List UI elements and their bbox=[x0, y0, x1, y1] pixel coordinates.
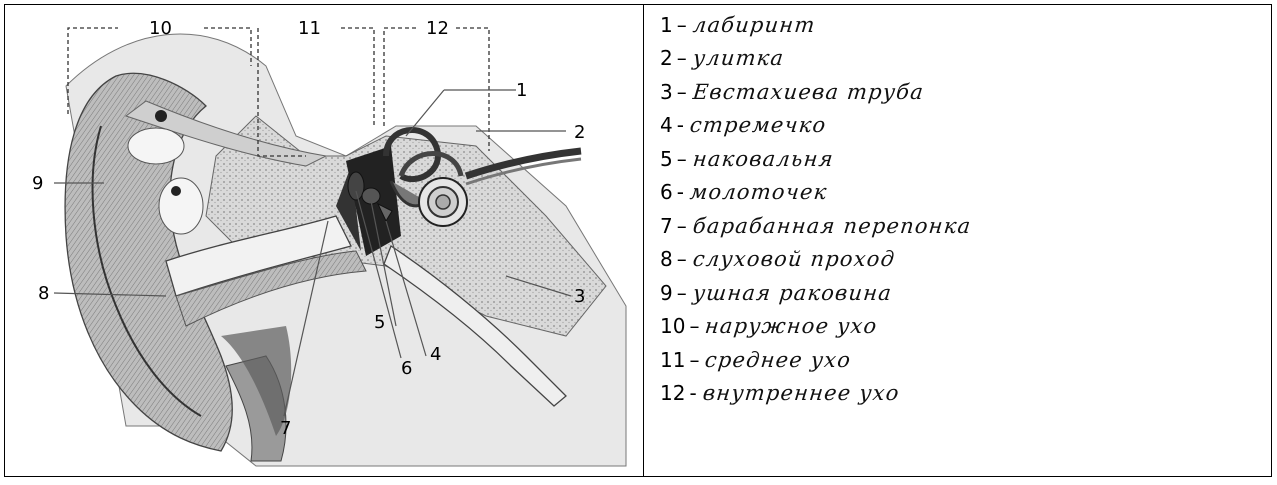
legend-number: 5 bbox=[660, 147, 673, 171]
legend-answer: внутреннее ухо bbox=[701, 381, 900, 405]
legend-answer: лабиринт bbox=[691, 13, 816, 37]
legend: 1 – лабиринт 2 – улитка 3 – Евстахиева т… bbox=[660, 8, 1260, 410]
legend-row: 4 - стремечко bbox=[660, 109, 1260, 143]
legend-number: 10 bbox=[660, 314, 685, 338]
legend-dash: – bbox=[689, 348, 699, 372]
legend-answer: ушная раковина bbox=[691, 281, 893, 305]
legend-dash: – bbox=[677, 80, 687, 104]
legend-number: 1 bbox=[660, 13, 673, 37]
legend-number: 4 bbox=[660, 113, 673, 137]
legend-row: 11 – среднее ухо bbox=[660, 343, 1260, 377]
callout-9: 9 bbox=[32, 173, 43, 194]
legend-row: 7 – барабанная перепонка bbox=[660, 209, 1260, 243]
legend-row: 3 – Евстахиева труба bbox=[660, 75, 1260, 109]
legend-dash: – bbox=[677, 281, 687, 305]
legend-number: 7 bbox=[660, 214, 673, 238]
legend-row: 12 - внутреннее ухо bbox=[660, 377, 1260, 411]
callout-2: 2 bbox=[574, 122, 585, 143]
callout-5: 5 bbox=[374, 312, 385, 333]
legend-answer: Евстахиева труба bbox=[691, 80, 925, 104]
legend-answer: стремечко bbox=[689, 113, 828, 137]
legend-dash: – bbox=[677, 13, 687, 37]
legend-dash: – bbox=[689, 314, 699, 338]
legend-number: 9 bbox=[660, 281, 673, 305]
callout-10: 10 bbox=[149, 18, 172, 39]
legend-number: 11 bbox=[660, 348, 685, 372]
legend-number: 8 bbox=[660, 247, 673, 271]
callout-1: 1 bbox=[516, 80, 527, 101]
legend-row: 2 – улитка bbox=[660, 42, 1260, 76]
legend-answer: улитка bbox=[691, 46, 785, 70]
legend-row: 10 – наружное ухо bbox=[660, 310, 1260, 344]
legend-answer: молоточек bbox=[689, 180, 829, 204]
legend-number: 2 bbox=[660, 46, 673, 70]
legend-row: 5 – наковальня bbox=[660, 142, 1260, 176]
legend-answer: барабанная перепонка bbox=[691, 214, 972, 238]
callout-8: 8 bbox=[38, 283, 49, 304]
legend-row: 8 – слуховой проход bbox=[660, 243, 1260, 277]
legend-dash: – bbox=[677, 247, 687, 271]
legend-dash: - bbox=[677, 113, 684, 137]
legend-answer: слуховой проход bbox=[691, 247, 896, 271]
legend-dash: - bbox=[689, 381, 696, 405]
legend-row: 1 – лабиринт bbox=[660, 8, 1260, 42]
ear-anatomy-diagram: 1 2 3 4 5 6 7 8 9 10 11 12 bbox=[6, 6, 638, 474]
callout-12: 12 bbox=[426, 18, 449, 39]
legend-row: 6 - молоточек bbox=[660, 176, 1260, 210]
column-divider bbox=[643, 4, 644, 477]
legend-answer: наковальня bbox=[691, 147, 834, 171]
legend-number: 3 bbox=[660, 80, 673, 104]
legend-answer: наружное ухо bbox=[704, 314, 879, 338]
callout-6: 6 bbox=[401, 358, 412, 379]
legend-number: 6 bbox=[660, 180, 673, 204]
callout-4: 4 bbox=[430, 344, 441, 365]
callout-3: 3 bbox=[574, 286, 585, 307]
legend-dash: – bbox=[677, 147, 687, 171]
callout-7: 7 bbox=[280, 418, 291, 439]
callout-11: 11 bbox=[298, 18, 321, 39]
legend-answer: среднее ухо bbox=[704, 348, 853, 372]
legend-row: 9 – ушная раковина bbox=[660, 276, 1260, 310]
legend-dash: – bbox=[677, 46, 687, 70]
legend-dash: – bbox=[677, 214, 687, 238]
legend-dash: - bbox=[677, 180, 684, 204]
legend-number: 12 bbox=[660, 381, 685, 405]
